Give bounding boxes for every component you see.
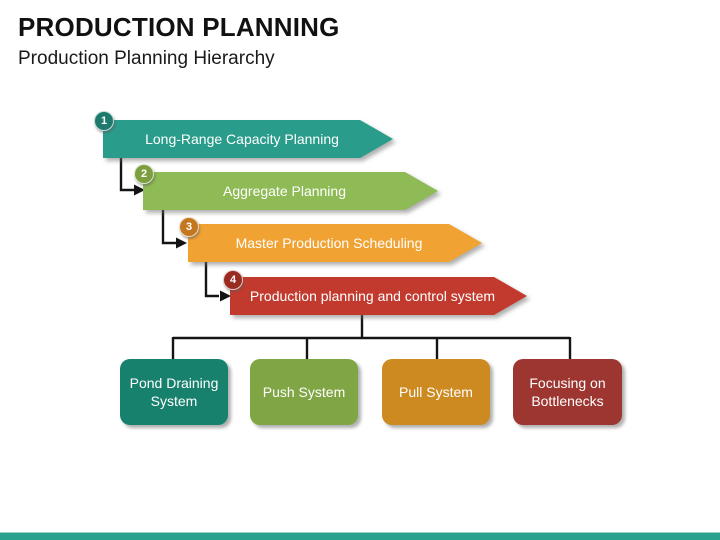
hierarchy-arrow-label: Aggregate Planning bbox=[143, 172, 438, 210]
system-box-pond-draining: Pond Draining System bbox=[120, 359, 228, 425]
footer-accent-bar bbox=[0, 532, 720, 540]
page-subtitle: Production Planning Hierarchy bbox=[18, 48, 275, 69]
hierarchy-arrow-level-2: Aggregate Planning bbox=[143, 172, 438, 210]
page-title: PRODUCTION PLANNING bbox=[18, 12, 340, 42]
system-box-push: Push System bbox=[250, 359, 358, 425]
level-1-badge: 1 bbox=[94, 111, 114, 131]
hierarchy-arrow-level-4: Production planning and control system bbox=[230, 277, 527, 315]
system-box-bottlenecks: Focusing on Bottlenecks bbox=[513, 359, 622, 425]
level-3-badge: 3 bbox=[179, 217, 199, 237]
hierarchy-arrow-level-3: Master Production Scheduling bbox=[188, 224, 482, 262]
level-4-badge: 4 bbox=[223, 270, 243, 290]
hierarchy-arrow-label: Production planning and control system bbox=[230, 277, 527, 315]
system-box-pull: Pull System bbox=[382, 359, 490, 425]
hierarchy-arrow-label: Long-Range Capacity Planning bbox=[103, 120, 393, 158]
hierarchy-arrow-label: Master Production Scheduling bbox=[188, 224, 482, 262]
hierarchy-arrow-level-1: Long-Range Capacity Planning bbox=[103, 120, 393, 158]
level-2-badge: 2 bbox=[134, 164, 154, 184]
